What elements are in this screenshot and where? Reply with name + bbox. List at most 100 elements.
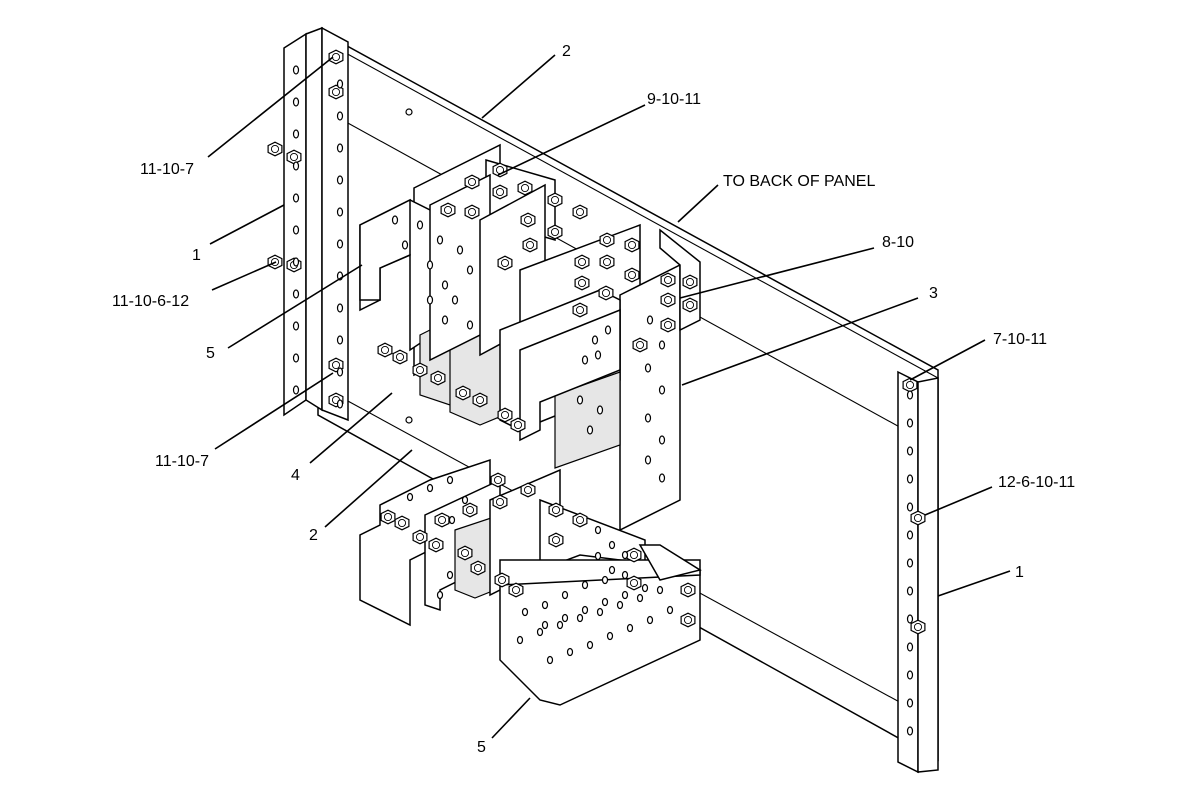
mounting-hole: [636, 593, 644, 603]
mounting-hole: [566, 647, 574, 657]
mounting-hole: [436, 235, 444, 245]
mounting-hole: [292, 353, 300, 363]
mounting-hole: [906, 390, 914, 400]
mounting-hole: [906, 614, 914, 624]
hex-nut: [547, 192, 563, 208]
mounting-hole: [644, 413, 652, 423]
mounting-hole: [336, 367, 344, 377]
mounting-hole: [516, 635, 524, 645]
mounting-hole: [906, 502, 914, 512]
hex-nut: [624, 237, 640, 253]
mounting-hole: [608, 540, 616, 550]
hex-nut: [599, 254, 615, 270]
hex-nut: [267, 141, 283, 157]
mounting-hole: [601, 575, 609, 585]
callout-5-bottom: 5: [477, 739, 486, 756]
hex-nut: [574, 254, 590, 270]
mounting-hole: [576, 613, 584, 623]
hex-nut: [492, 494, 508, 510]
hex-nut: [660, 317, 676, 333]
mounting-hole: [426, 483, 434, 493]
hex-nut: [682, 274, 698, 290]
hex-nut: [510, 417, 526, 433]
mounting-hole: [391, 215, 399, 225]
mounting-hole: [906, 446, 914, 456]
callout-3: 3: [929, 285, 938, 302]
mounting-hole: [336, 207, 344, 217]
callout-12-6-10-11: 12-6-10-11: [998, 474, 1075, 491]
mounting-hole: [594, 525, 602, 535]
mounting-hole: [561, 590, 569, 600]
mounting-hole: [906, 558, 914, 568]
mounting-hole: [626, 623, 634, 633]
hex-nut: [380, 509, 396, 525]
mounting-hole: [466, 265, 474, 275]
mounting-hole: [601, 597, 609, 607]
callout-7-10-11: 7-10-11: [993, 331, 1047, 348]
mounting-hole: [292, 161, 300, 171]
mounting-hole: [591, 335, 599, 345]
upper-bus-assembly: [359, 143, 701, 532]
mounting-hole: [541, 620, 549, 630]
hex-nut: [455, 385, 471, 401]
hex-nut: [494, 572, 510, 588]
callout-4: 4: [291, 467, 300, 484]
mounting-hole: [336, 111, 344, 121]
mounting-hole: [406, 492, 414, 502]
mounting-hole: [621, 590, 629, 600]
hex-nut: [632, 337, 648, 353]
hex-nut: [492, 184, 508, 200]
mounting-hole: [906, 726, 914, 736]
mounting-hole: [906, 530, 914, 540]
mounting-hole: [576, 395, 584, 405]
mounting-hole: [292, 129, 300, 139]
hex-nut: [574, 275, 590, 291]
hex-nut: [599, 232, 615, 248]
mounting-hole: [336, 79, 344, 89]
hex-nut: [520, 212, 536, 228]
callout-11-10-7-top: 11-10-7: [140, 161, 194, 178]
hex-nut: [624, 267, 640, 283]
mounting-hole: [604, 325, 612, 335]
hex-nut: [470, 560, 486, 576]
mounting-hole: [906, 418, 914, 428]
mounting-hole: [608, 565, 616, 575]
hex-nut: [598, 285, 614, 301]
mounting-hole: [666, 605, 674, 615]
mounting-hole: [426, 295, 434, 305]
hex-nut: [520, 482, 536, 498]
hex-nut: [457, 545, 473, 561]
hex-nut: [902, 377, 918, 393]
mounting-hole: [658, 385, 666, 395]
hex-nut: [660, 272, 676, 288]
mounting-hole: [906, 670, 914, 680]
mounting-hole: [561, 613, 569, 623]
callout-2-top: 2: [562, 43, 571, 60]
mounting-hole: [646, 615, 654, 625]
hex-nut: [910, 619, 926, 635]
hex-nut: [430, 370, 446, 386]
plate-holes: [292, 65, 914, 736]
mounting-hole: [292, 97, 300, 107]
hex-nut: [462, 502, 478, 518]
mounting-hole: [292, 321, 300, 331]
callout-11-10-7-bottom: 11-10-7: [155, 453, 209, 470]
mounting-hole: [441, 315, 449, 325]
mounting-hole: [656, 585, 664, 595]
mounting-hole: [521, 607, 529, 617]
mounting-hole: [292, 65, 300, 75]
callout-11-10-6-12: 11-10-6-12: [112, 293, 189, 310]
mounting-hole: [906, 642, 914, 652]
hex-nut: [472, 392, 488, 408]
mounting-hole: [448, 515, 456, 525]
mounting-hole: [906, 586, 914, 596]
mounting-hole: [336, 303, 344, 313]
mounting-hole: [906, 698, 914, 708]
mounting-hole: [536, 627, 544, 637]
hex-nut: [547, 224, 563, 240]
hex-nut: [428, 537, 444, 553]
mounting-hole: [581, 580, 589, 590]
hex-nut: [464, 204, 480, 220]
hex-nut: [440, 202, 456, 218]
